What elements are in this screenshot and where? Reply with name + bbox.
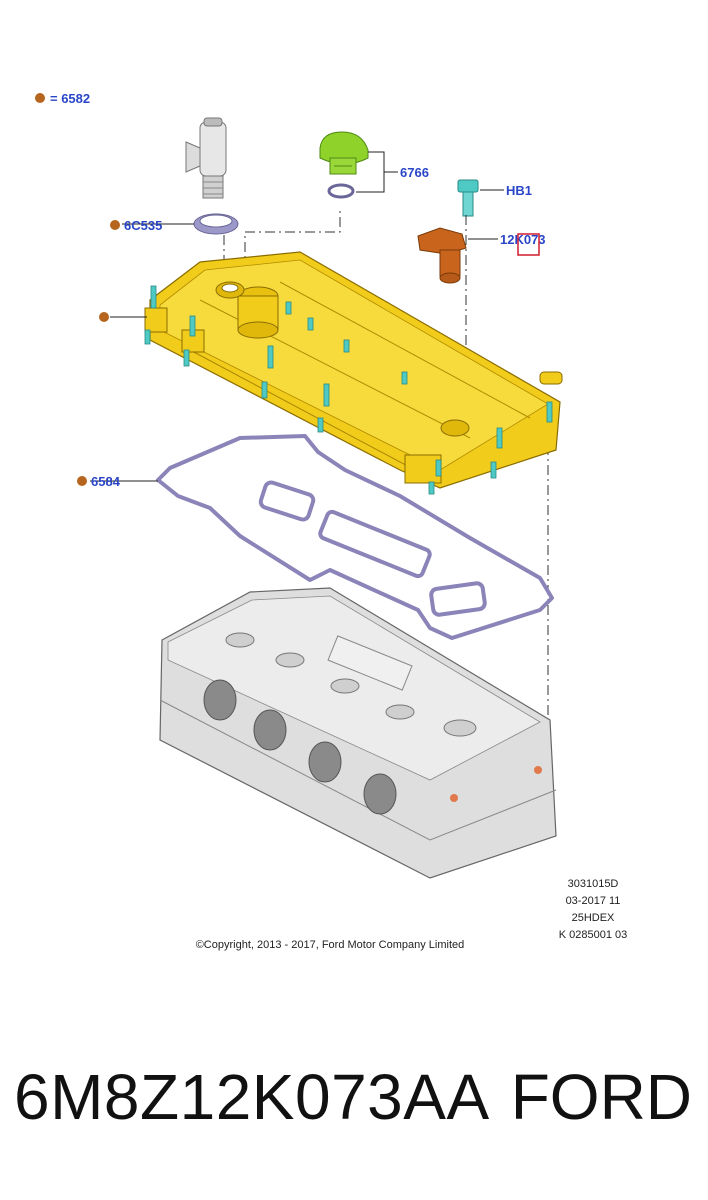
footer-caption: 6M8Z12K073AA FORD: [0, 1060, 708, 1160]
drawing-info-block: 3031015D 03-2017 11 25HDEX K 0285001 03: [559, 878, 628, 941]
exploded-parts-diagram: = 6582 6C535 6766 HB1 12K073: [35, 91, 628, 951]
camshaft-position-sensor: [417, 227, 467, 284]
callout-6766: 6766: [400, 165, 429, 180]
cover-studs: [144, 285, 553, 495]
legend-label: = 6582: [50, 91, 90, 106]
callout-hb1: HB1: [506, 183, 532, 198]
solenoid-valve: [185, 117, 227, 199]
callout-marker-gasket: [77, 476, 87, 486]
solenoid-seal-ring: [193, 213, 239, 235]
callout-marker-cover: [99, 312, 109, 322]
legend: = 6582: [35, 91, 90, 106]
callout-6c535: 6C535: [124, 218, 162, 233]
legend-marker: [35, 93, 45, 103]
callout-12k073: 12K073: [500, 232, 546, 247]
sensor-highlight-box: [517, 233, 540, 256]
valve-cover-gasket: [156, 434, 554, 640]
valve-cover: [144, 251, 563, 489]
info-line-2: 03-2017 11: [566, 895, 621, 907]
sensor-bolt: [457, 179, 479, 217]
oil-cap-seal: [327, 183, 355, 199]
info-line-3: 25HDEX: [572, 912, 615, 924]
part-number: 6M8Z12K073AA: [14, 1061, 490, 1133]
cylinder-head: [159, 587, 557, 879]
oil-filler-cap: [319, 131, 369, 175]
callout-6584: 6584: [91, 474, 121, 489]
copyright-notice: ©Copyright, 2013 - 2017, Ford Motor Comp…: [196, 939, 465, 951]
info-line-4: K 0285001 03: [559, 929, 628, 941]
brand-name: FORD: [510, 1061, 692, 1133]
callout-marker: [110, 220, 120, 230]
info-line-1: 3031015D: [568, 878, 619, 890]
